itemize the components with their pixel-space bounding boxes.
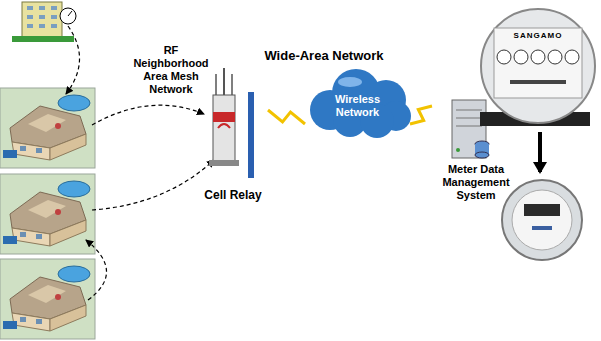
electromechanical-meter-part — [497, 50, 511, 64]
house-part — [0, 259, 95, 339]
house — [0, 259, 95, 339]
smart-meter-part — [502, 180, 582, 260]
cell-relay-tower-part — [231, 74, 233, 95]
cell-relay-tower-part — [213, 95, 235, 161]
electromechanical-meter-part — [494, 28, 582, 98]
cell-relay-tower-part — [223, 68, 225, 95]
meter-brand: SANGAMO — [508, 31, 568, 40]
server-part — [475, 152, 489, 158]
cell-relay-tower-part — [209, 160, 239, 166]
mesh-links-part — [92, 160, 214, 210]
wireless-link — [410, 106, 432, 124]
server-part — [456, 110, 482, 111]
house — [0, 88, 95, 168]
cell-relay-tower-part — [248, 92, 254, 178]
node-label: Wireless Network — [326, 93, 390, 119]
apartment-building-part — [39, 6, 45, 10]
cell-relay-tower-part — [218, 124, 230, 128]
node-label: Cell Relay — [204, 188, 261, 202]
mesh-links-part — [86, 240, 107, 300]
wireless-cloud-part — [338, 77, 362, 87]
server-part — [456, 118, 482, 119]
electromechanical-meter-part — [510, 80, 566, 84]
cell-relay-tower-part — [215, 74, 217, 95]
apartment-building-part — [51, 6, 57, 10]
apartment-building-part — [22, 2, 62, 38]
apartment-building-part — [12, 36, 74, 42]
wireless-cloud — [310, 69, 411, 138]
server-part — [456, 126, 482, 127]
electromechanical-meter-part — [565, 50, 579, 64]
apartment-building-part — [27, 15, 33, 19]
cell-relay: Cell Relay — [198, 100, 268, 204]
smart-meter-part — [524, 204, 560, 216]
house-part — [0, 88, 95, 168]
apartment-building-part — [39, 15, 45, 19]
node-label: Meter Data Management System — [437, 163, 515, 202]
apartment-building-part — [27, 24, 33, 28]
electromechanical-meter-part — [531, 50, 545, 64]
replacement-arrow-part — [538, 132, 542, 172]
electromechanical-meter-part — [548, 50, 562, 64]
electromechanical-meter-part — [514, 50, 528, 64]
house — [0, 174, 95, 254]
electromechanical-meter — [480, 9, 595, 126]
replacement-arrow — [540, 132, 541, 172]
server — [452, 100, 489, 158]
wireless-link — [268, 110, 305, 124]
smart-meter-part — [512, 190, 572, 250]
smart-meter-part — [532, 226, 552, 230]
network-label: RF Neighborhood Area Mesh Network — [126, 44, 216, 96]
cell-relay-tower — [209, 68, 254, 178]
apartment-building — [12, 2, 76, 42]
server-part — [456, 148, 460, 152]
apartment-building-part — [39, 24, 45, 28]
cell-relay-tower-part — [213, 112, 235, 122]
mesh-links-part — [66, 26, 80, 94]
data-management-server: Meter Data Management System — [432, 96, 520, 204]
network-label: Wide-Area Network — [258, 48, 390, 63]
apartment-building-part — [68, 11, 72, 16]
apartment-building-part — [51, 15, 57, 19]
electromechanical-meter-part — [481, 9, 595, 123]
apartment-building-part — [60, 8, 76, 24]
apartment-building-part — [27, 6, 33, 10]
mesh-links-part — [92, 105, 204, 125]
apartment-building-part — [51, 24, 57, 28]
smart-meter — [502, 180, 582, 260]
wireless-cloud: Wireless Network — [305, 78, 410, 134]
house-part — [0, 174, 95, 254]
